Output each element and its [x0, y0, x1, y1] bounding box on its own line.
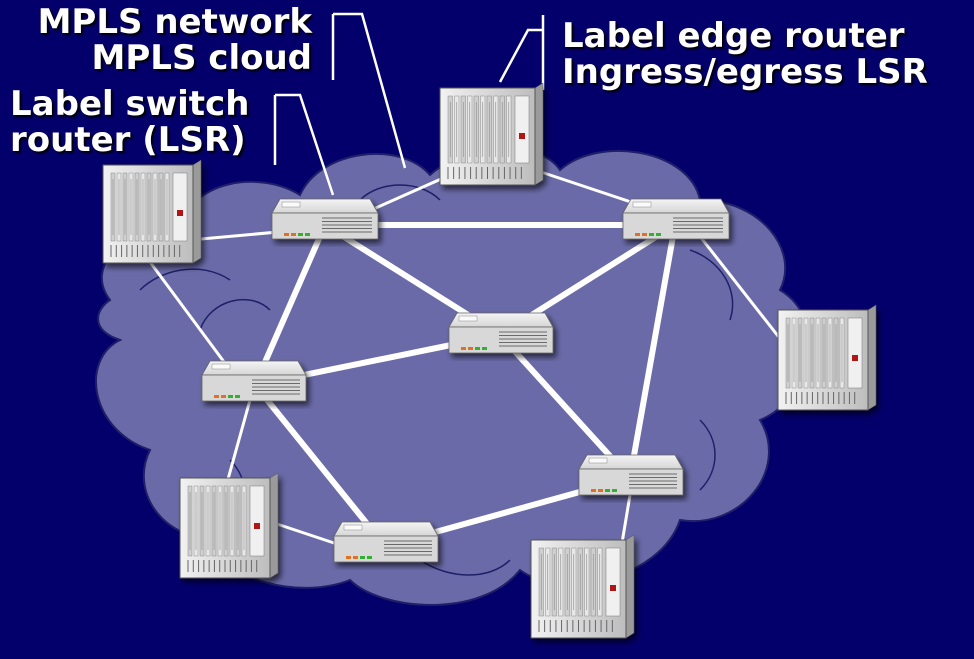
lsr-center — [448, 312, 554, 354]
lsr-label-line1: Label switch — [10, 84, 250, 124]
lsr-bottom — [333, 521, 439, 563]
ler-label-line2: Ingress/egress LSR — [562, 52, 928, 92]
ler-label-line1: Label edge router — [562, 16, 905, 56]
lsr-pointer — [275, 93, 335, 196]
ler-rack-left — [102, 159, 202, 264]
link-ler1-lsr4 — [148, 260, 232, 372]
ler-label: Label edge router Ingress/egress LSR — [562, 18, 928, 90]
link-lsr1-lsr4 — [252, 222, 328, 388]
mpls-network-text: MPLS network — [37, 2, 312, 42]
link-lsr3-lsr6 — [497, 332, 633, 481]
link-lsr2-lsr6 — [627, 222, 678, 481]
ler-rack-bottom-right — [530, 534, 635, 639]
lsr-label-line2: router (LSR) — [10, 120, 246, 160]
callout-lines — [273, 12, 545, 196]
lsr-right — [578, 454, 684, 496]
lsr-top-right — [622, 198, 730, 240]
label-switch-routers — [201, 198, 730, 563]
link-ler2-lsr2 — [533, 168, 642, 207]
ler-rack-bottom-left — [179, 472, 279, 579]
lsr-left — [201, 360, 307, 402]
ler-rack-right — [777, 304, 877, 411]
lsr-label: Label switch router (LSR) — [10, 86, 249, 158]
link-ler4-lsr4 — [223, 398, 252, 492]
mpls-network-label: MPLS network MPLS cloud — [30, 4, 312, 76]
ler-pointer — [498, 28, 543, 83]
mpls-cloud-pointer — [333, 12, 407, 169]
mpls-cloud-text: MPLS cloud — [91, 38, 312, 78]
link-lsr4-lsr5 — [252, 382, 388, 549]
ler-rack-top — [439, 82, 544, 186]
lsr-top-left — [271, 198, 379, 240]
label-edge-routers — [102, 82, 877, 639]
link-ler3-lsr2 — [693, 228, 787, 347]
